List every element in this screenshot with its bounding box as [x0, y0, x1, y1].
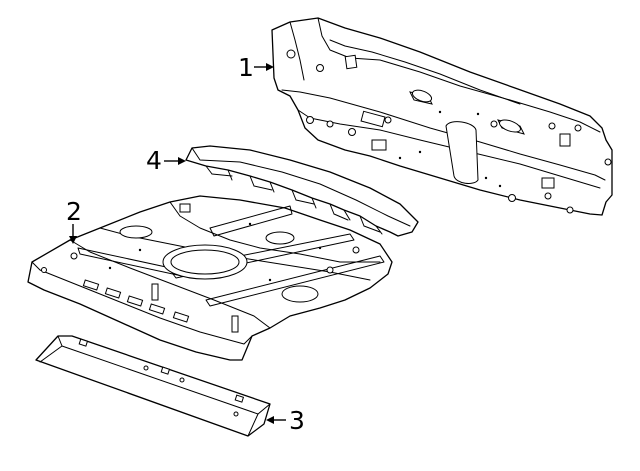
part-2-floor-pan [27, 195, 393, 361]
callout-1-label: 1 [238, 53, 254, 82]
callout-3: 3 [266, 406, 305, 435]
callout-4: 4 [146, 146, 186, 175]
part-1-rear-panel [271, 17, 613, 216]
callout-2-label: 2 [66, 197, 82, 226]
callout-4-label: 4 [146, 146, 162, 175]
callout-1: 1 [238, 53, 274, 82]
callout-2-arrowhead [69, 236, 77, 244]
callout-2: 2 [66, 197, 82, 244]
callout-3-arrowhead [266, 416, 274, 424]
callout-3-label: 3 [289, 406, 305, 435]
part-3-sill-reinforcement [35, 335, 271, 437]
callout-4-arrowhead [178, 157, 186, 165]
part-4-cross-member [185, 145, 419, 237]
callout-1-arrowhead [266, 63, 274, 71]
